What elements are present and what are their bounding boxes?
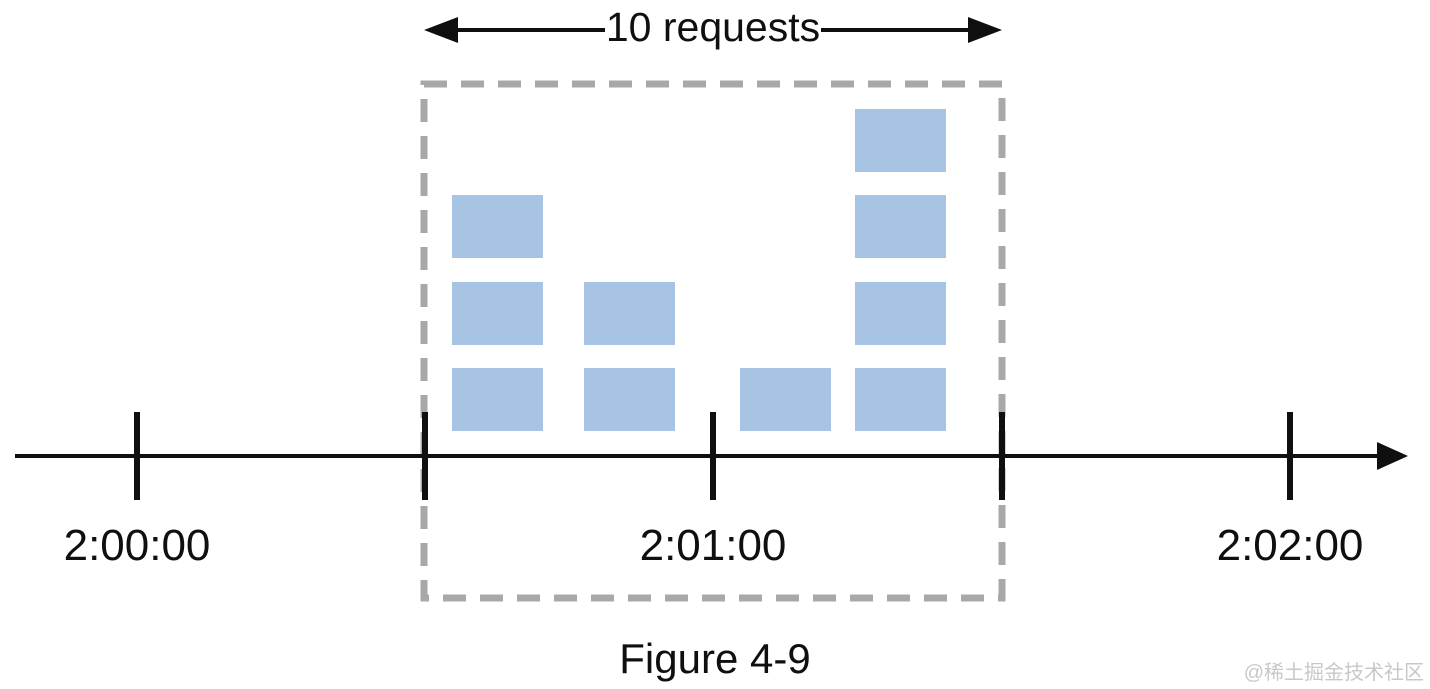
window-span-arrow: 10 requests [424, 3, 1002, 52]
request-block [740, 368, 831, 431]
request-block [584, 282, 675, 345]
request-block [855, 282, 946, 345]
tick-label: 2:01:00 [639, 521, 787, 570]
request-block [584, 368, 675, 431]
window-span-label: 10 requests [605, 3, 821, 50]
arrowhead-left-icon [424, 17, 458, 43]
arrowhead-right-icon [968, 17, 1002, 43]
tick-label: 2:00:00 [63, 521, 211, 570]
timeline-arrowhead-icon [1377, 442, 1408, 470]
timeline-tick [134, 412, 140, 500]
request-block [855, 109, 946, 172]
window-border-rect [420, 80, 1006, 602]
request-block [452, 195, 543, 258]
request-block [855, 195, 946, 258]
request-block [452, 282, 543, 345]
tick-label: 2:02:00 [1216, 521, 1364, 570]
timeline-tick [1287, 412, 1293, 500]
timeline-tick [710, 412, 716, 500]
arrow-line-left [458, 28, 605, 32]
request-block [855, 368, 946, 431]
watermark: @稀土掘金技术社区 [1243, 662, 1424, 684]
request-block [452, 368, 543, 431]
sliding-window-box [420, 80, 1006, 602]
timeline-tick [422, 412, 428, 500]
timeline-line [15, 454, 1381, 458]
timeline-tick [999, 412, 1005, 500]
arrow-line-right [821, 28, 968, 32]
figure-caption: Figure 4-9 [619, 635, 811, 682]
